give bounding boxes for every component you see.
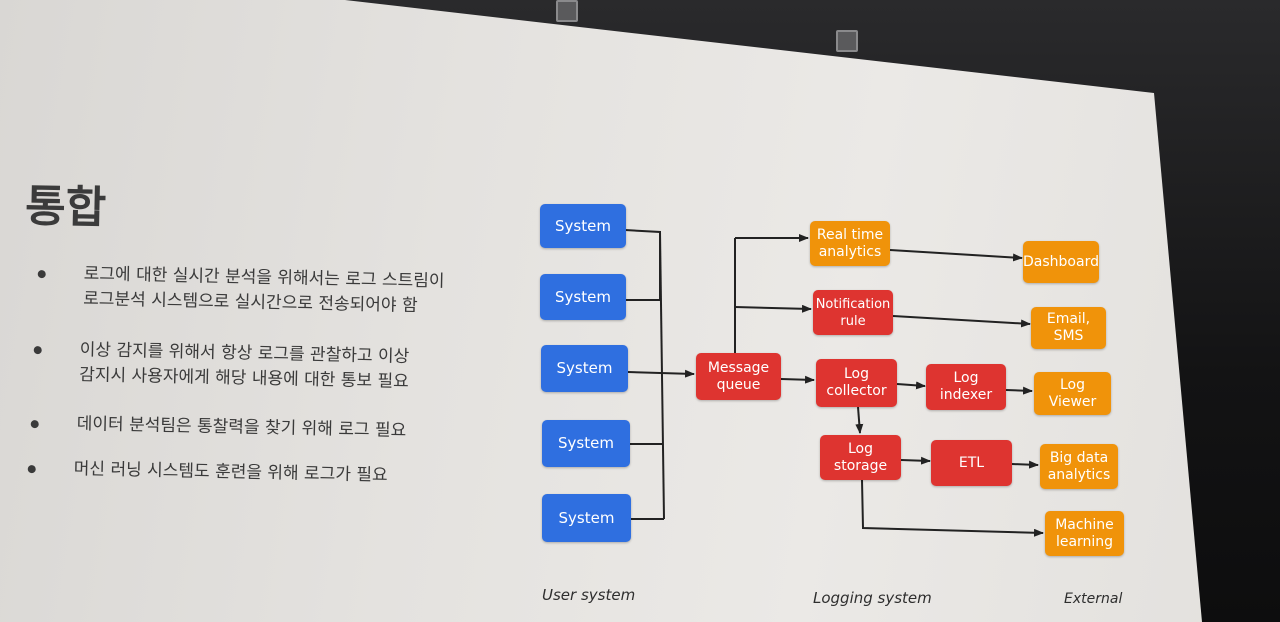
arrow-line [627, 369, 695, 378]
node-label: learning [1055, 533, 1114, 550]
node-label: rule [840, 313, 866, 329]
node-label: collector [826, 383, 887, 399]
user-system-node: System [540, 204, 626, 248]
user-system-caption: User system [542, 586, 636, 604]
node-label: Big data [1049, 449, 1109, 466]
user-system-node: System [542, 420, 630, 467]
big-data-analytics-node: Big data analytics [1040, 444, 1118, 489]
node-label: Log [953, 370, 979, 386]
node-label: Log [847, 440, 873, 457]
user-system-node: System [541, 345, 628, 392]
arrow-line [780, 375, 815, 384]
log-indexer-node: Log indexer [926, 364, 1006, 410]
user-system-node: System [540, 274, 626, 320]
arrow-line [892, 315, 1031, 328]
arrow-line [861, 479, 1044, 537]
message-queue-node: Message queue [696, 353, 781, 400]
arrow-line [1011, 460, 1039, 469]
node-label: Dashboard [1023, 253, 1099, 270]
email-sms-node: Email, SMS [1031, 307, 1106, 349]
logging-system-caption: Logging system [813, 589, 932, 607]
machine-learning-node: Machine learning [1045, 511, 1124, 556]
connector-line [624, 229, 661, 301]
arrow-line [900, 456, 931, 465]
notification-rule-node: Notification rule [813, 290, 893, 335]
arrow-line [855, 406, 864, 434]
node-label: Real time [816, 226, 884, 243]
external-caption: External [1064, 591, 1123, 607]
connector-line [659, 231, 665, 520]
node-label: Notification [815, 296, 891, 312]
etl-node: ETL [931, 440, 1012, 486]
ceiling-light [836, 30, 858, 52]
realtime-analytics-node: Real time analytics [810, 221, 890, 266]
node-label: System [555, 287, 611, 306]
node-label: Log Viewer [1048, 376, 1097, 410]
node-label: System [558, 508, 615, 527]
user-system-node: System [542, 494, 631, 542]
log-collector-node: Log collector [816, 359, 897, 407]
node-label: Email, SMS [1046, 311, 1091, 344]
node-label: Machine [1055, 516, 1114, 533]
node-label: Message [707, 359, 770, 376]
arrow-line [734, 304, 812, 313]
node-label: ETL [958, 454, 985, 471]
node-label: System [558, 434, 614, 452]
log-viewer-node: Log Viewer [1034, 372, 1111, 415]
dashboard-node: Dashboard [1023, 241, 1099, 283]
node-label: storage [833, 457, 888, 474]
node-label: System [555, 216, 611, 235]
arrow-line [889, 249, 1023, 262]
arrow-line [1005, 386, 1033, 395]
node-label: System [556, 359, 613, 377]
node-label: analytics [818, 243, 882, 260]
arrow-line [896, 381, 926, 390]
node-label: Log [843, 366, 869, 382]
log-storage-node: Log storage [820, 435, 901, 480]
node-label: analytics [1047, 466, 1111, 483]
ceiling-light [556, 0, 578, 22]
node-label: indexer [939, 387, 993, 403]
node-label: queue [716, 376, 761, 393]
